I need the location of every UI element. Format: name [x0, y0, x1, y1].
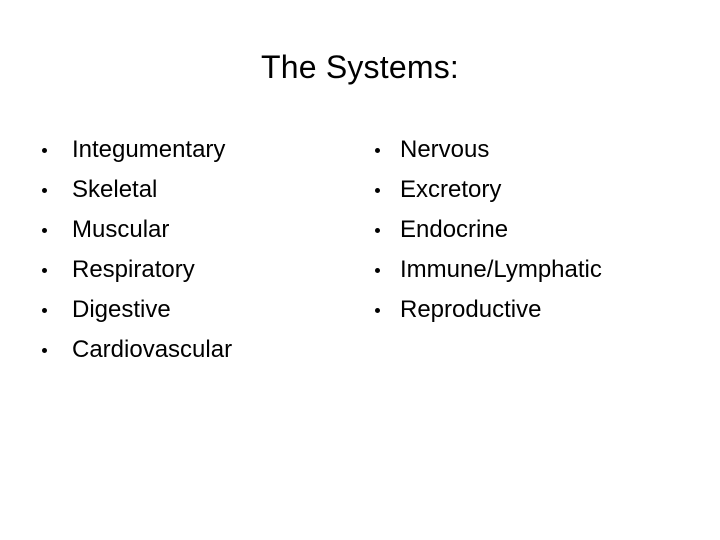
bullet-icon — [375, 228, 380, 233]
list-item: Endocrine — [373, 210, 703, 250]
bullet-icon — [42, 348, 47, 353]
list-item: Skeletal — [40, 170, 340, 210]
list-item: Muscular — [40, 210, 340, 250]
list-item: Nervous — [373, 130, 703, 170]
bullet-icon — [375, 148, 380, 153]
list-item: Immune/Lymphatic — [373, 250, 703, 290]
list-item-label: Muscular — [72, 216, 170, 243]
list-item-label: Skeletal — [72, 176, 158, 203]
list-item: Excretory — [373, 170, 703, 210]
bullet-icon — [42, 308, 47, 313]
list-item-label: Excretory — [400, 176, 502, 203]
list-item-label: Digestive — [72, 296, 171, 323]
systems-list-right: Nervous Excretory Endocrine Immune/Lymph… — [373, 130, 703, 330]
list-item-label: Integumentary — [72, 136, 226, 163]
list-item-label: Cardiovascular — [72, 336, 233, 363]
bullet-icon — [42, 148, 47, 153]
list-item-label: Reproductive — [400, 296, 542, 323]
list-item: Respiratory — [40, 250, 340, 290]
bullet-icon — [375, 308, 380, 313]
systems-list-left: Integumentary Skeletal Muscular Respirat… — [40, 130, 340, 370]
list-item: Integumentary — [40, 130, 340, 170]
page-title: The Systems: — [260, 49, 459, 86]
list-item-label: Respiratory — [72, 256, 195, 283]
list-item-label: Nervous — [400, 136, 490, 163]
list-item: Reproductive — [373, 290, 703, 330]
list-item: Cardiovascular — [40, 330, 340, 370]
bullet-icon — [42, 188, 47, 193]
list-item-label: Endocrine — [400, 216, 509, 243]
bullet-icon — [375, 268, 380, 273]
list-item-label: Immune/Lymphatic — [400, 256, 602, 283]
bullet-icon — [375, 188, 380, 193]
bullet-icon — [42, 228, 47, 233]
bullet-icon — [42, 268, 47, 273]
list-item: Digestive — [40, 290, 340, 330]
